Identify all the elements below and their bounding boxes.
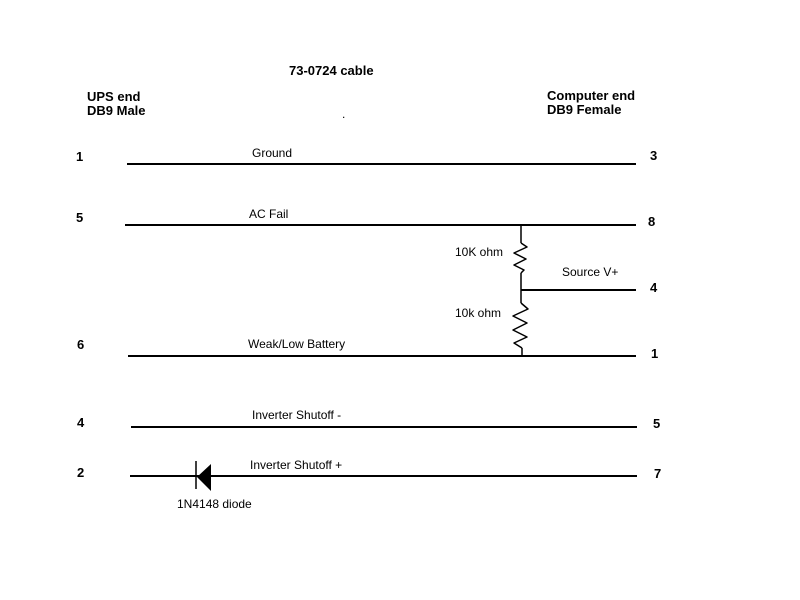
wire-source-v-line	[521, 289, 636, 291]
ups-end-line2: DB9 Male	[87, 103, 146, 118]
wire-inverter-plus-line	[130, 475, 637, 477]
computer-end-header: Computer end DB9 Female	[547, 89, 635, 117]
pin-ups-ground: 1	[76, 149, 84, 164]
wire-battery-label: Weak/Low Battery	[248, 337, 346, 351]
ups-end-header: UPS end DB9 Male	[87, 90, 146, 118]
pin-ups-ac-fail: 5	[76, 210, 84, 225]
diode-label: 1N4148 diode	[177, 497, 252, 511]
pin-computer-inverter-plus: 7	[654, 466, 662, 481]
diagram-title: 73-0724 cable	[289, 63, 374, 78]
resistor-bottom-symbol	[512, 302, 529, 349]
wire-ground-label: Ground	[252, 146, 293, 160]
wire-inverter-minus-line	[131, 426, 637, 428]
wire-ac-fail-label: AC Fail	[249, 207, 289, 221]
pin-ups-battery: 6	[77, 337, 85, 352]
resistor-top-symbol	[513, 242, 528, 274]
pin-computer-ac-fail: 8	[648, 214, 656, 229]
wire-ground-line	[127, 163, 636, 165]
stray-period: .	[342, 107, 346, 121]
wire-source-v-label: Source V+	[562, 265, 619, 279]
pin-computer-battery: 1	[651, 346, 659, 361]
wire-inverter-minus-label: Inverter Shutoff -	[252, 408, 342, 422]
resistor-top-label: 10K ohm	[455, 245, 504, 259]
pin-ups-inverter-plus: 2	[77, 465, 85, 480]
pin-computer-ground: 3	[650, 148, 658, 163]
wire-inverter-plus-label: Inverter Shutoff +	[250, 458, 343, 472]
pin-computer-inverter-minus: 5	[653, 416, 661, 431]
wire-ac-fail-line	[125, 224, 636, 226]
computer-end-line1: Computer end	[547, 88, 636, 103]
resistor-bottom-label: 10k ohm	[455, 306, 502, 320]
pin-computer-source-v: 4	[650, 280, 658, 295]
diode-symbol	[197, 464, 211, 491]
wire-battery-line	[128, 355, 636, 357]
pin-ups-inverter-minus: 4	[77, 415, 85, 430]
computer-end-line2: DB9 Female	[547, 102, 622, 117]
ups-end-line1: UPS end	[87, 89, 141, 104]
